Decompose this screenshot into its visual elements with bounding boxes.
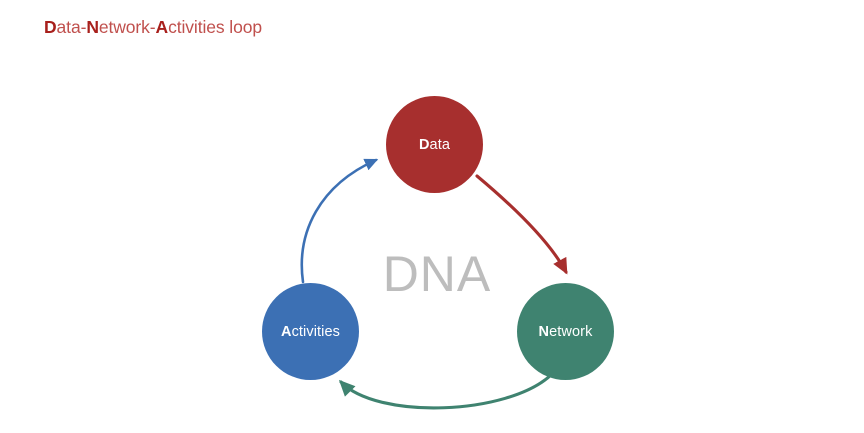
center-label-dna: DNA xyxy=(382,246,492,302)
title-segment-a: A xyxy=(155,17,169,37)
arrow-activities-to-data xyxy=(300,158,379,284)
node-network-label: Network xyxy=(538,323,593,340)
title-segment-etwork: etwork- xyxy=(98,17,156,37)
node-data-label: Data xyxy=(418,136,451,153)
title-segment-n: N xyxy=(86,17,99,37)
arrow-data-to-network xyxy=(475,174,568,275)
node-activities-label: Activities xyxy=(280,323,340,340)
node-network[interactable]: Network xyxy=(517,283,614,380)
arrow-network-to-activities xyxy=(338,373,553,410)
node-activities[interactable]: Activities xyxy=(262,283,359,380)
title-segment-d: D xyxy=(44,17,57,37)
title-segment-ata: ata- xyxy=(56,17,87,37)
title-segment-ctivities-loop: ctivities loop xyxy=(168,17,262,37)
node-data[interactable]: Data xyxy=(386,96,483,193)
page-title: Data-Network-Activities loop xyxy=(44,16,262,38)
